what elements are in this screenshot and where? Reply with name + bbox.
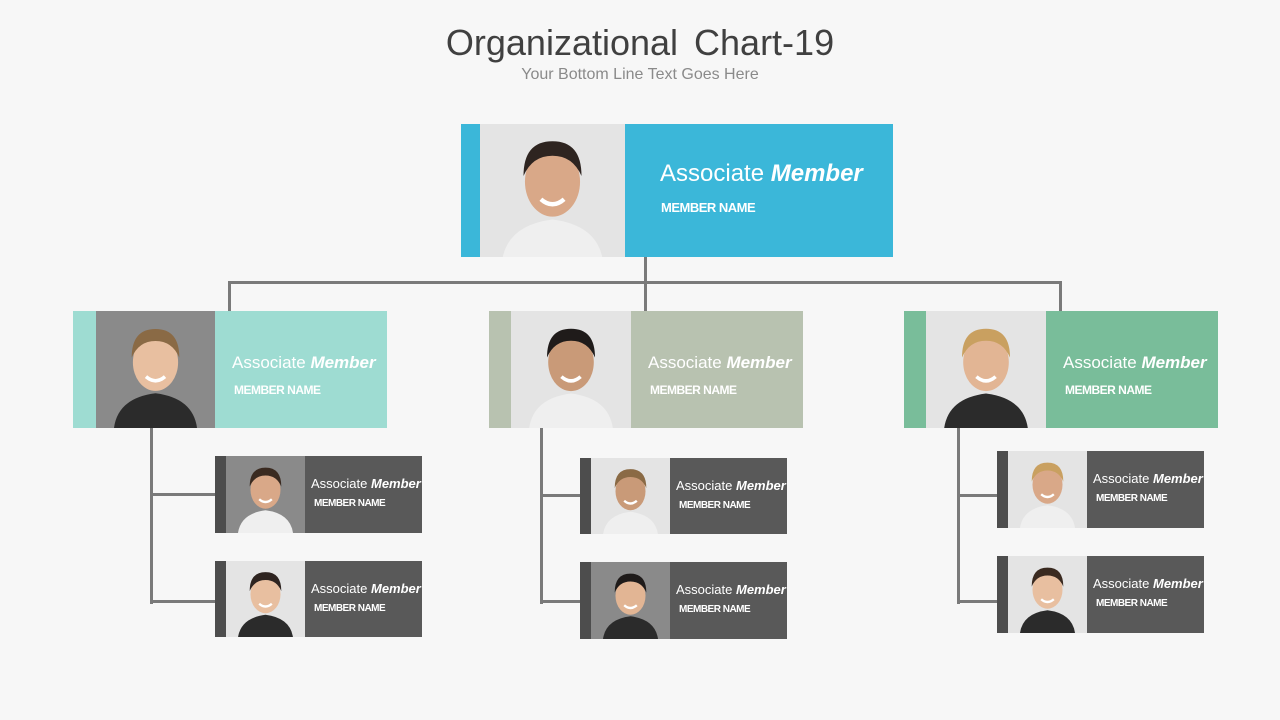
member-role: Associate Member <box>232 353 376 373</box>
card-accent-stripe <box>580 562 591 639</box>
member-role: Associate Member <box>311 476 421 491</box>
member-photo <box>226 561 305 637</box>
member-name: MEMBER NAME <box>1096 598 1168 609</box>
card-accent-stripe <box>215 456 226 533</box>
member-role: Associate Member <box>1093 471 1203 486</box>
connector-line <box>150 428 153 604</box>
card-text: Associate Member MEMBER NAME <box>670 562 787 639</box>
connector-line <box>540 428 543 604</box>
card-accent-stripe <box>997 451 1008 528</box>
card-accent-stripe <box>215 561 226 637</box>
member-photo <box>1008 556 1087 633</box>
connector-line <box>150 600 215 603</box>
member-name: MEMBER NAME <box>679 500 751 511</box>
member-photo <box>1008 451 1087 528</box>
member-photo <box>591 458 670 534</box>
card-accent-stripe <box>997 556 1008 633</box>
card-text: Associate Member MEMBER NAME <box>1087 451 1204 528</box>
member-card-right-1[interactable]: Associate Member MEMBER NAME <box>997 451 1204 528</box>
member-card-left-1[interactable]: Associate Member MEMBER NAME <box>215 456 422 533</box>
card-text: Associate Member MEMBER NAME <box>305 456 422 533</box>
member-role: Associate Member <box>648 353 792 373</box>
card-text: Associate Member MEMBER NAME <box>670 458 787 534</box>
card-accent-stripe <box>580 458 591 534</box>
role-text: Associate <box>1093 576 1150 591</box>
card-text: Associate Member MEMBER NAME <box>215 311 387 428</box>
card-accent-stripe <box>461 124 480 257</box>
connector-line <box>228 281 231 311</box>
member-photo <box>511 311 631 428</box>
page-title: Organizational Chart-19 <box>445 22 835 63</box>
role-emphasis: Member <box>1141 353 1207 372</box>
role-text: Associate <box>648 353 722 372</box>
member-card-top[interactable]: Associate Member MEMBER NAME <box>461 124 893 257</box>
role-text: Associate <box>311 581 368 596</box>
card-text: Associate Member MEMBER NAME <box>631 311 803 428</box>
member-card-middle[interactable]: Associate Member MEMBER NAME <box>489 311 803 428</box>
member-name: MEMBER NAME <box>234 383 321 397</box>
connector-line <box>957 494 997 497</box>
role-text: Associate <box>1093 471 1150 486</box>
role-emphasis: Member <box>1153 471 1203 486</box>
member-card-middle-2[interactable]: Associate Member MEMBER NAME <box>580 562 787 639</box>
member-photo <box>926 311 1046 428</box>
role-text: Associate <box>1063 353 1137 372</box>
member-card-right-2[interactable]: Associate Member MEMBER NAME <box>997 556 1204 633</box>
member-name: MEMBER NAME <box>314 603 386 614</box>
role-emphasis: Member <box>310 353 376 372</box>
role-text: Associate <box>660 160 765 187</box>
member-photo <box>591 562 670 639</box>
page-subtitle: Your Bottom Line Text Goes Here <box>521 66 759 83</box>
connector-line <box>957 428 960 604</box>
role-text: Associate <box>232 353 306 372</box>
connector-line <box>644 257 647 284</box>
member-photo <box>226 456 305 533</box>
member-photo <box>96 311 215 428</box>
member-name: MEMBER NAME <box>1096 493 1168 504</box>
card-text: Associate Member MEMBER NAME <box>305 561 422 637</box>
role-emphasis: Member <box>770 160 863 187</box>
member-card-left-2[interactable]: Associate Member MEMBER NAME <box>215 561 422 637</box>
member-role: Associate Member <box>660 160 863 188</box>
member-name: MEMBER NAME <box>1065 383 1152 397</box>
member-role: Associate Member <box>676 478 786 493</box>
card-text: Associate Member MEMBER NAME <box>1087 556 1204 633</box>
member-name: MEMBER NAME <box>650 383 737 397</box>
member-card-middle-1[interactable]: Associate Member MEMBER NAME <box>580 458 787 534</box>
member-role: Associate Member <box>1093 576 1203 591</box>
card-accent-stripe <box>904 311 926 428</box>
card-text: Associate Member MEMBER NAME <box>1046 311 1218 428</box>
member-role: Associate Member <box>311 581 421 596</box>
connector-line <box>957 600 997 603</box>
role-emphasis: Member <box>726 353 792 372</box>
role-emphasis: Member <box>736 582 786 597</box>
member-name: MEMBER NAME <box>679 604 751 615</box>
role-emphasis: Member <box>1153 576 1203 591</box>
role-emphasis: Member <box>371 476 421 491</box>
connector-line <box>540 494 580 497</box>
connector-line <box>540 600 580 603</box>
member-card-right[interactable]: Associate Member MEMBER NAME <box>904 311 1218 428</box>
role-text: Associate <box>311 476 368 491</box>
connector-line <box>1059 281 1062 311</box>
member-name: MEMBER NAME <box>661 200 756 215</box>
connector-line <box>150 493 215 496</box>
role-text: Associate <box>676 582 733 597</box>
role-text: Associate <box>676 478 733 493</box>
member-photo <box>480 124 625 257</box>
card-text: Associate Member MEMBER NAME <box>625 124 893 257</box>
member-role: Associate Member <box>1063 353 1207 373</box>
member-card-left[interactable]: Associate Member MEMBER NAME <box>73 311 387 428</box>
member-role: Associate Member <box>676 582 786 597</box>
card-accent-stripe <box>489 311 511 428</box>
connector-line <box>644 281 647 311</box>
role-emphasis: Member <box>371 581 421 596</box>
card-accent-stripe <box>73 311 96 428</box>
member-name: MEMBER NAME <box>314 498 386 509</box>
role-emphasis: Member <box>736 478 786 493</box>
